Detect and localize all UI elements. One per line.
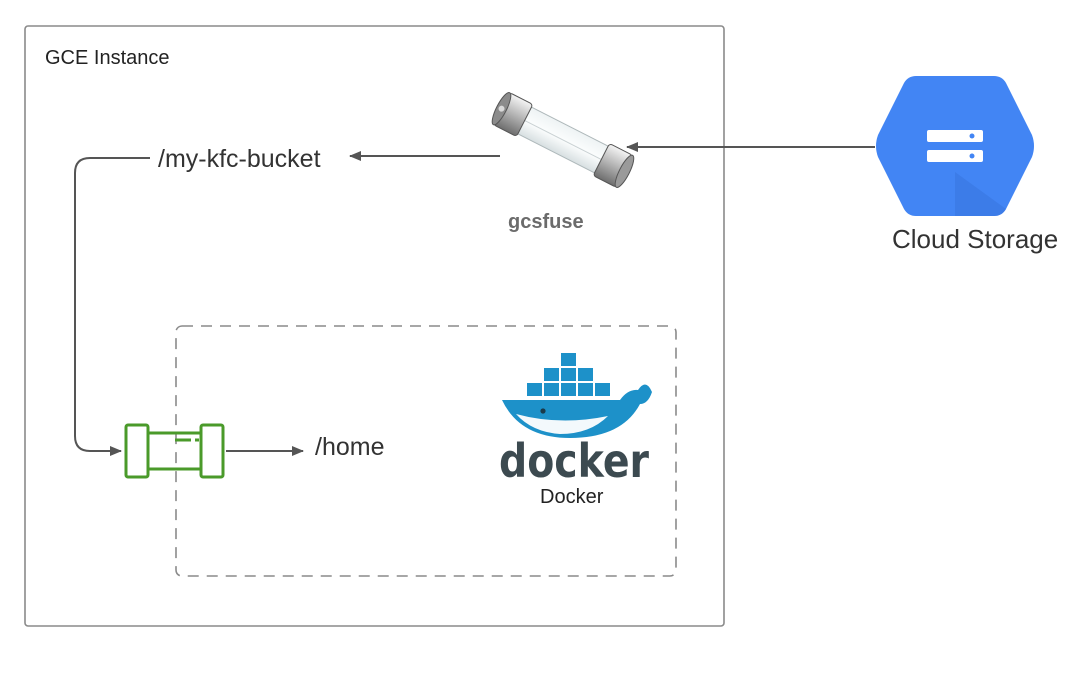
docker-logo-text: docker bbox=[499, 434, 649, 488]
gce-instance-box bbox=[24, 25, 725, 627]
cloud-storage-icon bbox=[876, 76, 1034, 216]
connector-bucket-to-volume bbox=[74, 157, 150, 456]
docker-whale-icon bbox=[502, 351, 652, 438]
docker-container-boundary bbox=[175, 325, 677, 577]
volume-mount-icon bbox=[124, 423, 225, 479]
home-path-label: /home bbox=[315, 433, 385, 461]
docker-label: Docker bbox=[540, 486, 604, 508]
bucket-path-label: /my-kfc-bucket bbox=[158, 145, 321, 173]
gcsfuse-label: gcsfuse bbox=[508, 211, 584, 233]
gce-instance-title: GCE Instance bbox=[45, 47, 170, 69]
fuse-icon bbox=[491, 91, 635, 189]
cloud-storage-label: Cloud Storage bbox=[892, 224, 1059, 254]
